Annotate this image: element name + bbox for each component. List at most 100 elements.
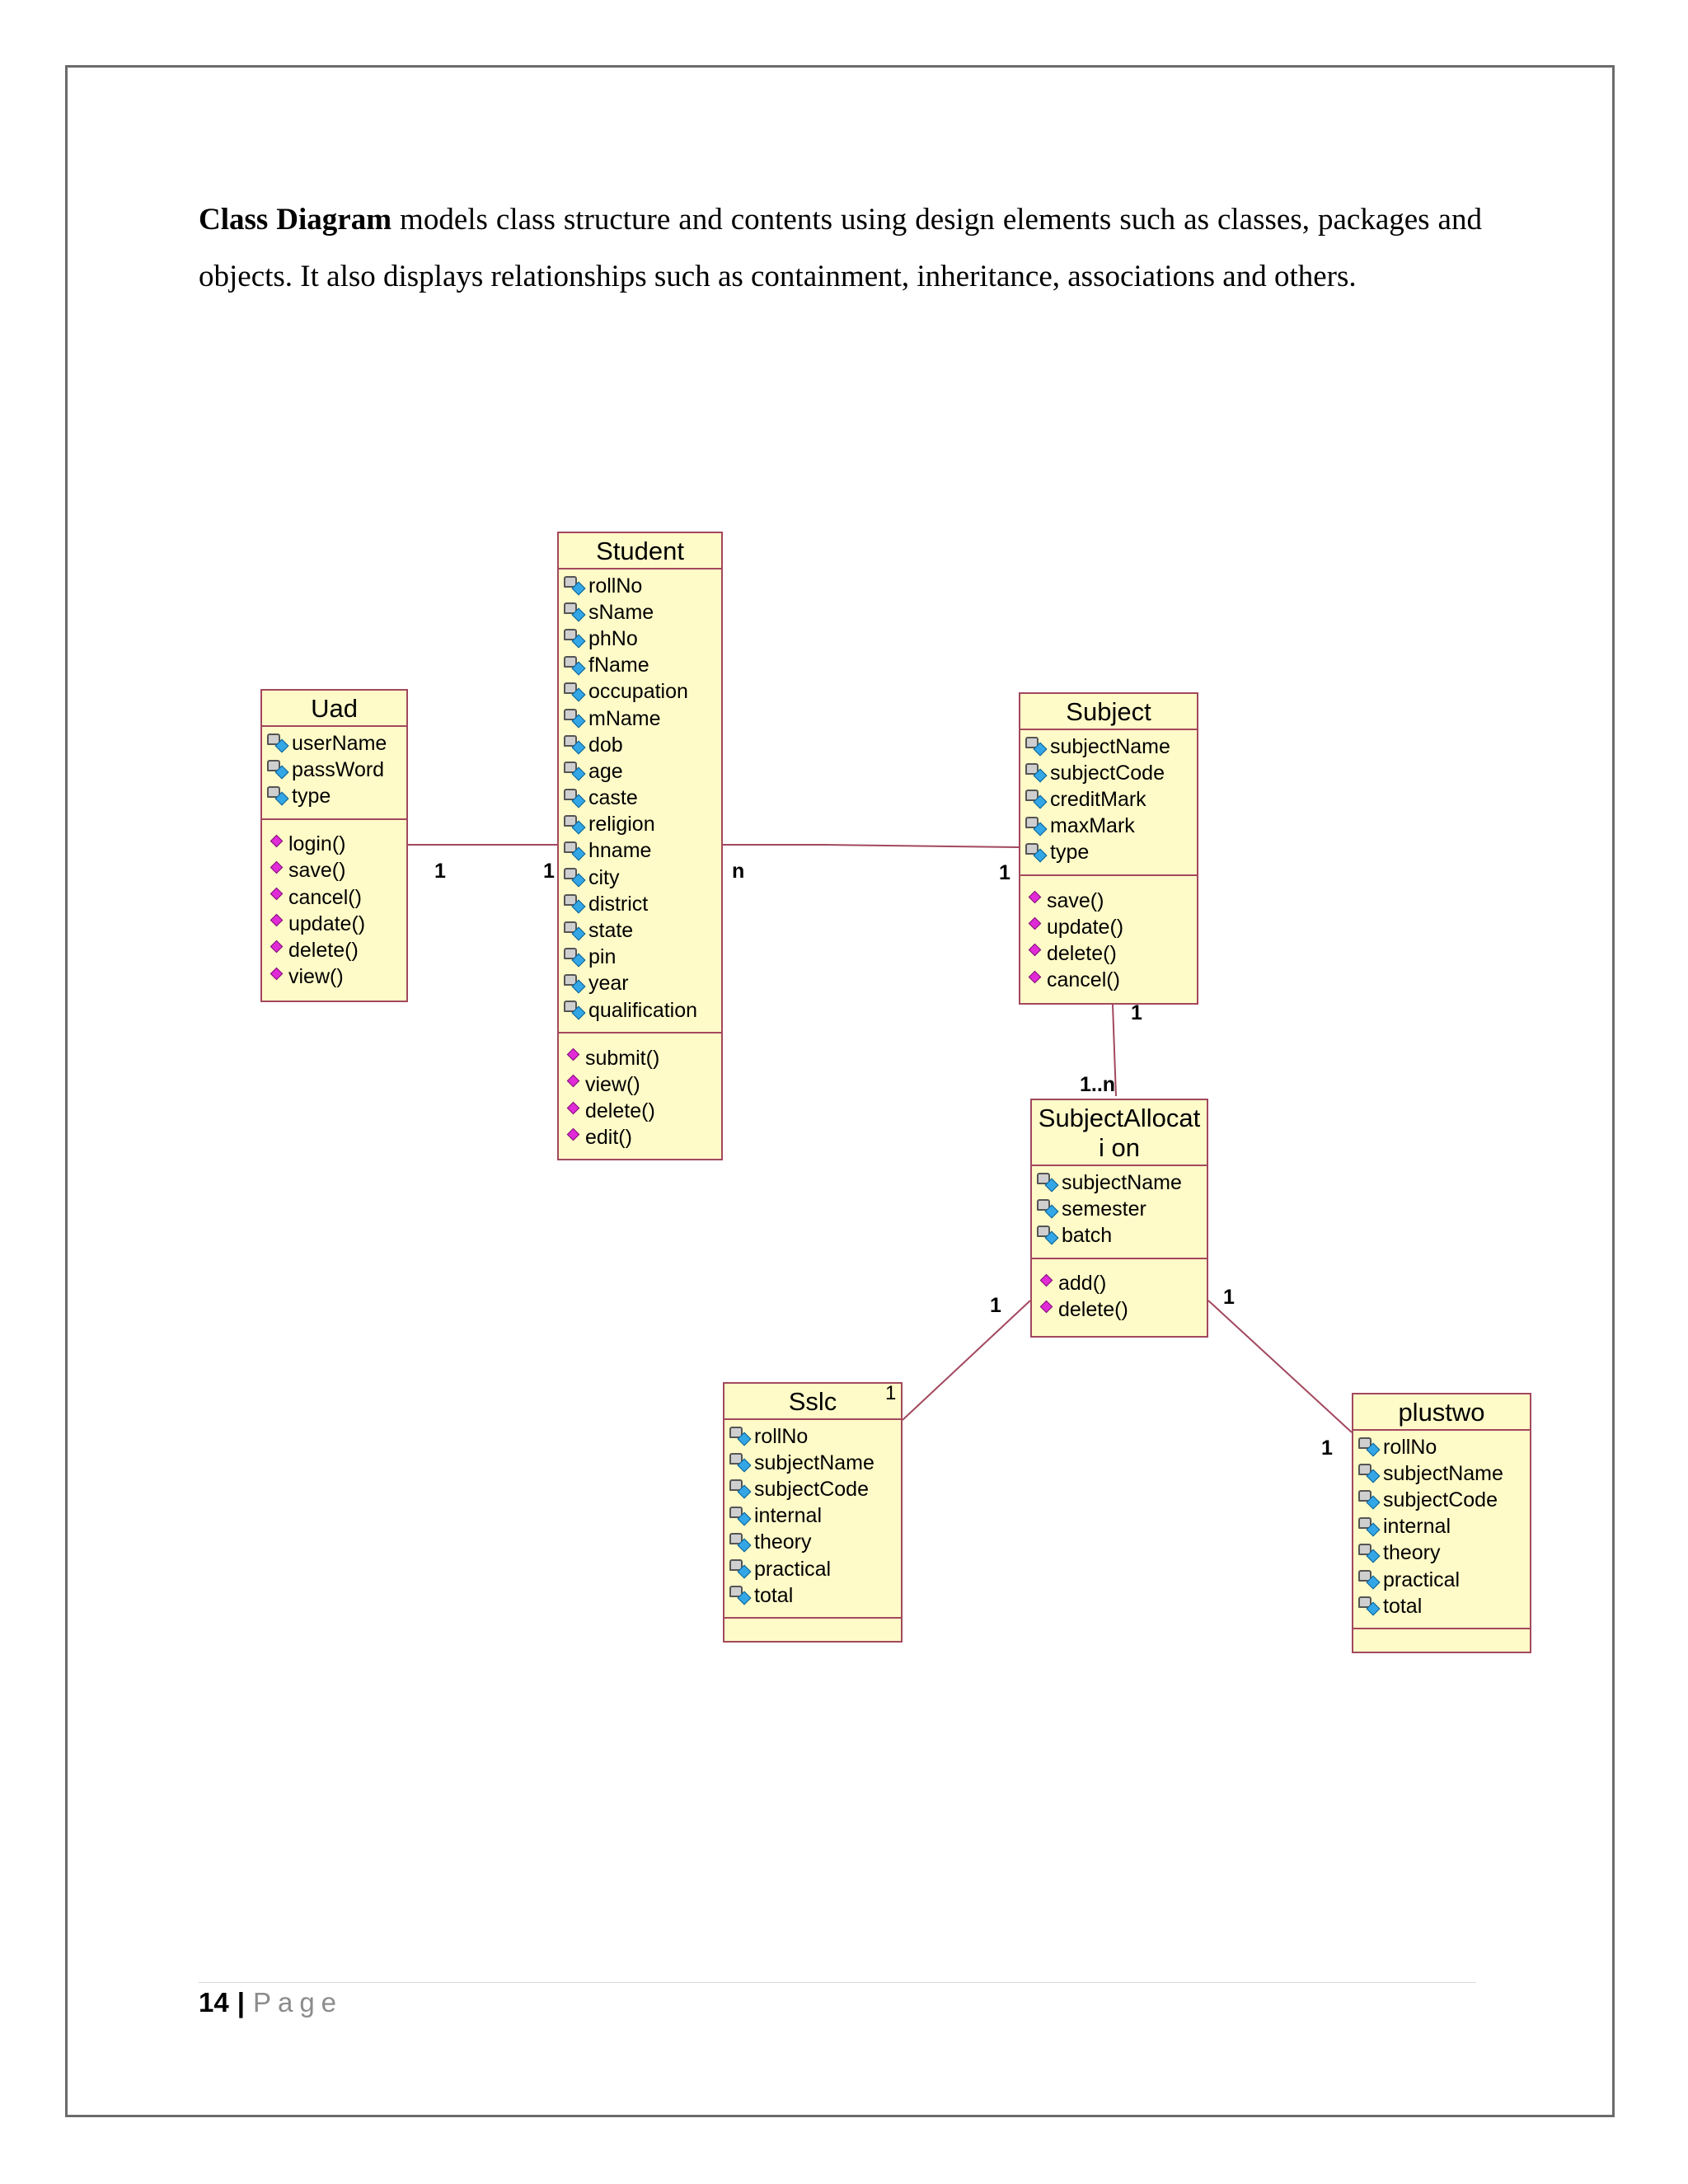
attribute-name: userName — [292, 731, 387, 755]
attribute-name: rollNo — [1383, 1435, 1437, 1459]
attribute-icon — [1358, 1596, 1381, 1617]
attribute-icon — [1025, 762, 1048, 784]
class-name: Sslc — [724, 1384, 901, 1420]
operation-name: submit() — [585, 1046, 660, 1070]
operation-icon — [564, 1075, 584, 1094]
operation-icon — [267, 860, 287, 881]
attribute-name: caste — [588, 786, 638, 810]
attribute-icon — [267, 785, 290, 807]
attribute-row: subjectName — [1037, 1169, 1202, 1196]
attribute-icon — [564, 921, 587, 942]
operation-row: delete() — [1037, 1297, 1202, 1324]
mult-uad-student-left: 1 — [434, 860, 446, 883]
operation-compartment: login()save()cancel()update()delete()vie… — [262, 820, 406, 997]
operation-icon — [1025, 970, 1045, 991]
mult-uad-student-right: 1 — [543, 860, 555, 883]
class-name: Subject — [1020, 694, 1197, 730]
attribute-icon — [564, 893, 587, 915]
attribute-name: pin — [588, 945, 617, 969]
attribute-name: internal — [754, 1504, 822, 1528]
attribute-icon — [564, 867, 587, 888]
attribute-name: subjectName — [1383, 1461, 1503, 1485]
mult-alloc-plustwo-top: 1 — [1223, 1286, 1235, 1309]
attribute-icon — [729, 1452, 753, 1474]
attribute-row: semester — [1037, 1196, 1202, 1222]
operation-name: view() — [288, 965, 344, 989]
attribute-row: phNo — [564, 626, 716, 652]
operation-row: delete() — [267, 937, 401, 963]
operation-row: delete() — [1025, 940, 1192, 967]
attribute-icon — [1358, 1569, 1381, 1591]
attribute-row: fName — [564, 653, 716, 679]
attribute-icon — [1025, 816, 1048, 837]
attribute-icon — [1025, 789, 1048, 810]
page-footer: 14|Page — [199, 1986, 343, 2019]
attribute-name: hname — [588, 839, 652, 863]
operation-name: save() — [288, 859, 346, 883]
operation-name: cancel() — [288, 885, 362, 909]
attribute-row: rollNo — [564, 573, 716, 599]
operation-name: login() — [288, 832, 346, 856]
attribute-icon — [1037, 1225, 1060, 1246]
attribute-name: dob — [588, 733, 623, 757]
operation-row: login() — [267, 832, 401, 858]
attribute-name: subjectCode — [1050, 761, 1165, 785]
attribute-row: pin — [564, 944, 716, 971]
attribute-icon — [729, 1426, 753, 1447]
attribute-name: subjectName — [1062, 1170, 1182, 1194]
attribute-icon — [1037, 1198, 1060, 1220]
attribute-icon — [729, 1479, 753, 1500]
operation-icon — [1037, 1273, 1057, 1294]
attribute-icon — [1358, 1463, 1381, 1484]
attribute-name: semester — [1062, 1197, 1146, 1221]
attribute-row: total — [729, 1582, 896, 1609]
attribute-row: total — [1358, 1593, 1525, 1619]
attribute-row: subjectCode — [729, 1476, 896, 1502]
operation-name: view() — [585, 1072, 640, 1096]
attribute-row: passWord — [267, 757, 401, 783]
attribute-name: year — [588, 972, 629, 996]
operation-name: cancel() — [1047, 968, 1120, 992]
attribute-icon — [564, 947, 587, 968]
operation-name: edit() — [585, 1126, 632, 1150]
attribute-icon — [564, 628, 587, 649]
attribute-name: theory — [754, 1530, 812, 1554]
attribute-name: practical — [754, 1557, 832, 1581]
attribute-row: subjectCode — [1025, 760, 1192, 786]
attribute-name: internal — [1383, 1515, 1451, 1539]
attribute-row: age — [564, 758, 716, 785]
attribute-icon — [564, 655, 587, 677]
attribute-icon — [564, 734, 587, 756]
attribute-row: district — [564, 891, 716, 917]
attribute-icon — [1037, 1172, 1060, 1193]
operation-name: save() — [1047, 888, 1104, 912]
operation-icon — [1025, 890, 1045, 911]
attribute-icon — [564, 708, 587, 729]
page-number: 14 — [199, 1987, 229, 2018]
operation-icon — [1037, 1300, 1057, 1320]
intro-bold-term: Class Diagram — [199, 203, 392, 237]
attribute-row: rollNo — [729, 1423, 896, 1450]
operation-row: submit() — [564, 1045, 716, 1071]
operation-compartment — [724, 1619, 901, 1637]
attribute-name: rollNo — [588, 574, 643, 598]
page-label: Page — [252, 1987, 344, 2018]
attribute-row: subjectCode — [1358, 1487, 1525, 1513]
page-border — [65, 65, 1615, 2117]
attribute-name: practical — [1383, 1568, 1461, 1591]
attribute-name: passWord — [292, 757, 385, 781]
operation-icon — [267, 940, 287, 960]
attribute-icon — [267, 733, 290, 754]
attribute-row: subjectName — [1358, 1460, 1525, 1487]
operation-icon — [564, 1127, 584, 1148]
attribute-row: theory — [1358, 1540, 1525, 1567]
attribute-icon — [564, 602, 587, 623]
